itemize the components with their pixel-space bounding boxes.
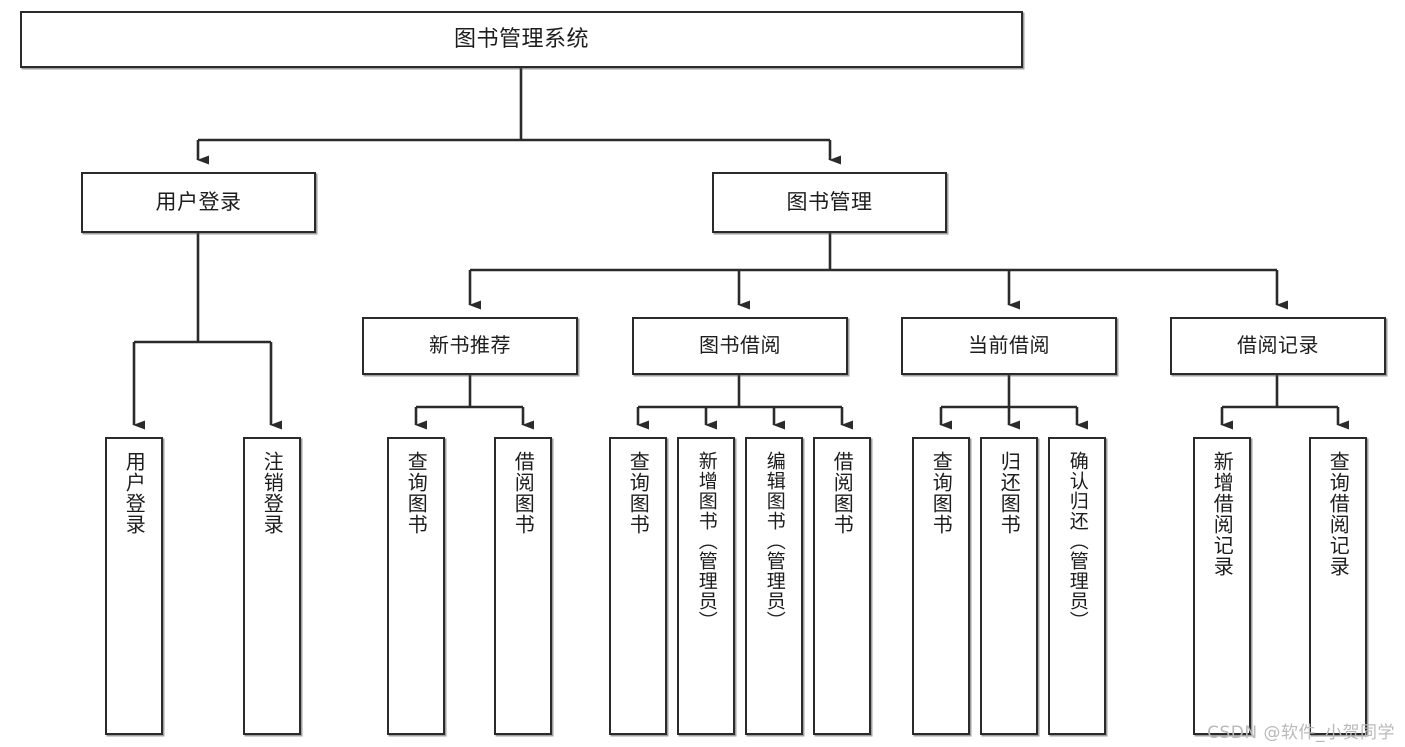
node-label: 用户登录 [122,451,147,535]
node-label: 归还图书 [997,451,1022,535]
node-user-login[interactable]: 用户登录 [81,172,316,233]
node-label: 新增图书（管理员） [695,451,718,631]
node-label: 查询图书 [929,451,954,535]
node-label: 新增借阅记录 [1210,451,1235,577]
node-label: 借阅图书 [511,451,536,535]
node-label: 新书推荐 [429,333,511,358]
node-label: 用户登录 [155,190,242,215]
node-label: 借阅记录 [1237,333,1319,358]
node-leaf-add-borrow-record[interactable]: 新增借阅记录 [1193,437,1251,735]
node-leaf-add-book-admin[interactable]: 新增图书（管理员） [677,437,735,735]
node-label: 查询图书 [626,451,651,535]
node-leaf-search-book-recommend[interactable]: 查询图书 [387,437,445,735]
node-leaf-return-book[interactable]: 归还图书 [980,437,1038,735]
node-label: 当前借阅 [968,333,1050,358]
node-leaf-search-book-current[interactable]: 查询图书 [912,437,970,735]
node-leaf-search-borrow-record[interactable]: 查询借阅记录 [1309,437,1367,735]
node-label: 查询借阅记录 [1326,451,1351,577]
node-borrow-record[interactable]: 借阅记录 [1170,317,1386,375]
node-label: 查询图书 [404,451,429,535]
node-leaf-logout[interactable]: 注销登录 [243,437,301,735]
node-label: 图书借阅 [699,333,781,358]
node-leaf-borrow-book[interactable]: 借阅图书 [813,437,871,735]
node-label: 图书管理系统 [453,26,589,52]
node-root-system[interactable]: 图书管理系统 [20,11,1023,68]
node-label: 借阅图书 [830,451,855,535]
node-label: 编辑图书（管理员） [763,451,786,631]
node-leaf-borrow-book-recommend[interactable]: 借阅图书 [494,437,552,735]
node-leaf-confirm-return-admin[interactable]: 确认归还（管理员） [1048,437,1106,735]
node-book-borrow[interactable]: 图书借阅 [632,317,848,375]
node-leaf-user-login[interactable]: 用户登录 [105,437,163,735]
csdn-watermark: CSDN @软件_小贺同学 [1207,723,1395,743]
node-new-book-recommend[interactable]: 新书推荐 [362,317,578,375]
node-book-management[interactable]: 图书管理 [712,172,947,233]
node-label: 注销登录 [260,451,285,535]
node-leaf-search-book-borrow[interactable]: 查询图书 [609,437,667,735]
node-leaf-edit-book-admin[interactable]: 编辑图书（管理员） [745,437,803,735]
node-current-borrow[interactable]: 当前借阅 [901,317,1117,375]
node-label: 图书管理 [786,190,873,215]
node-label: 确认归还（管理员） [1066,451,1089,631]
